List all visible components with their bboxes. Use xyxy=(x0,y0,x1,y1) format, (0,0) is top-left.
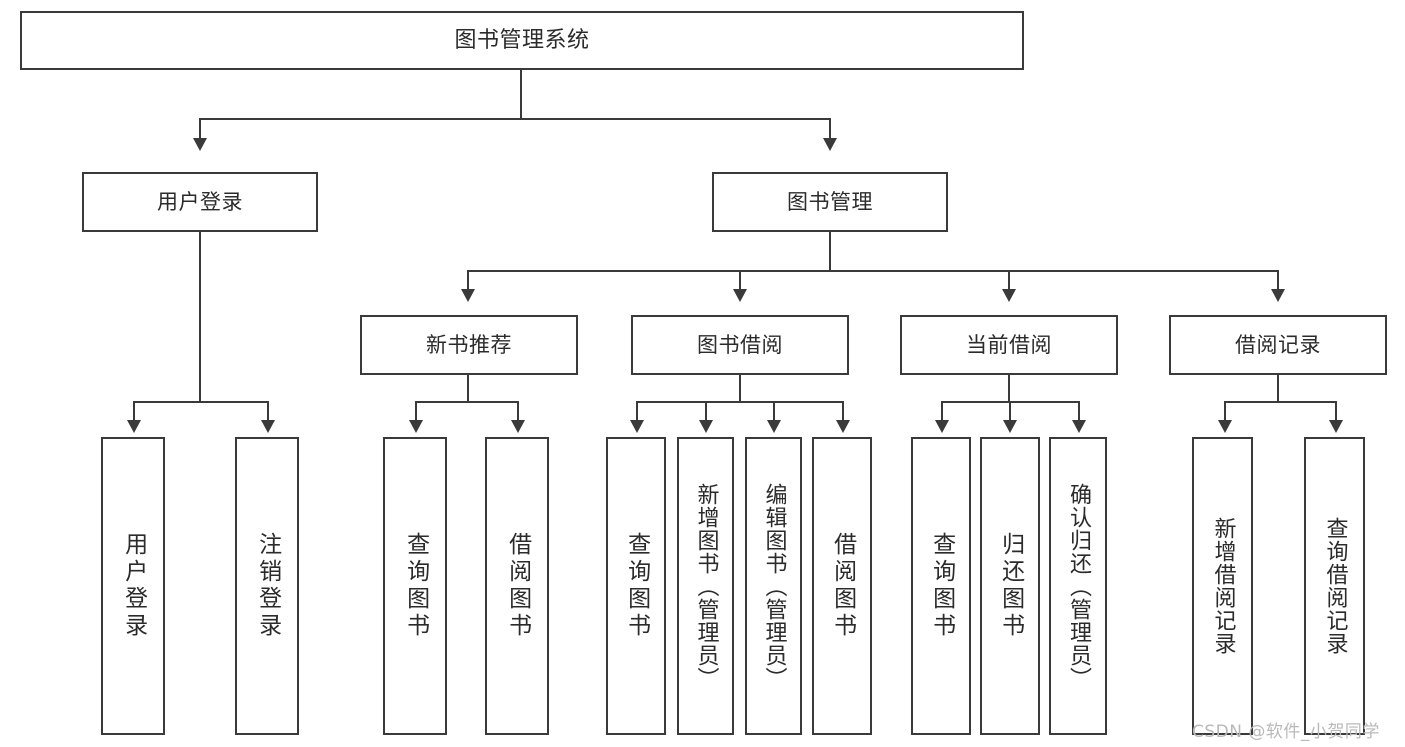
node-label: 查询图书 xyxy=(623,532,650,640)
connector-bb-drop-1 xyxy=(636,401,639,423)
arrow-to-leaf-query-book-3 xyxy=(935,420,949,433)
connector-cb-stem xyxy=(1008,375,1011,401)
arrow-to-leaf-borrow-book-2 xyxy=(836,420,850,433)
connector-root-stem xyxy=(520,70,523,118)
node-label: 新增图书（管理员） xyxy=(693,482,719,690)
leaf-add-book[interactable]: 新增图书（管理员） xyxy=(677,437,734,735)
connector-bb-stem xyxy=(739,375,742,401)
leaf-borrow-book-1[interactable]: 借阅图书 xyxy=(485,437,549,735)
connector-book-management-bus xyxy=(467,270,1279,273)
arrow-to-leaf-logout-login xyxy=(261,420,275,433)
node-label: 归还图书 xyxy=(997,532,1024,640)
connector-root-drop-right xyxy=(829,118,832,140)
arrow-to-borrow-record xyxy=(1271,289,1285,302)
node-current-borrow[interactable]: 当前借阅 xyxy=(900,315,1118,375)
node-borrow-record[interactable]: 借阅记录 xyxy=(1169,315,1387,375)
connector-br-drop-1 xyxy=(1224,401,1227,423)
connector-cb-drop-1 xyxy=(941,401,944,423)
connector-br-drop-2 xyxy=(1335,401,1338,423)
node-label: 查询图书 xyxy=(928,532,955,640)
arrow-to-new-book-recommend xyxy=(461,289,475,302)
leaf-query-book-3[interactable]: 查询图书 xyxy=(911,437,971,735)
node-label: 图书借阅 xyxy=(697,332,783,357)
connector-nbr-drop-2 xyxy=(517,401,520,423)
node-label: 借阅图书 xyxy=(504,532,531,640)
node-label: 编辑图书（管理员） xyxy=(761,482,787,690)
node-label: 新书推荐 xyxy=(426,332,512,357)
node-label: 查询借阅记录 xyxy=(1322,517,1348,655)
connector-user-login-drop-1 xyxy=(133,401,136,423)
connector-bb-drop-4 xyxy=(842,401,845,423)
connector-user-login-stem xyxy=(199,232,202,401)
connector-root-bus xyxy=(199,118,831,121)
node-label: 借阅图书 xyxy=(829,532,856,640)
node-label: 用户登录 xyxy=(157,189,243,214)
connector-bb-drop-3 xyxy=(773,401,776,423)
leaf-return-book[interactable]: 归还图书 xyxy=(980,437,1040,735)
leaf-logout-login[interactable]: 注销登录 xyxy=(235,437,299,735)
arrow-to-book-management xyxy=(823,138,837,151)
arrow-to-user-login xyxy=(193,138,207,151)
arrow-to-leaf-return-book xyxy=(1003,420,1017,433)
node-label: 用户登录 xyxy=(120,532,147,640)
connector-root-drop-left xyxy=(199,118,202,140)
leaf-edit-book[interactable]: 编辑图书（管理员） xyxy=(745,437,802,735)
node-label: 当前借阅 xyxy=(966,332,1052,357)
connector-nbr-stem xyxy=(467,375,470,401)
connector-bb-bus xyxy=(636,401,844,404)
arrow-to-book-borrow xyxy=(733,289,747,302)
node-label: 图书管理 xyxy=(787,189,873,214)
leaf-query-book-1[interactable]: 查询图书 xyxy=(383,437,447,735)
arrow-to-leaf-confirm-return xyxy=(1072,420,1086,433)
connector-bb-drop-2 xyxy=(705,401,708,423)
leaf-borrow-book-2[interactable]: 借阅图书 xyxy=(812,437,872,735)
node-label: 借阅记录 xyxy=(1235,332,1321,357)
arrow-to-leaf-user-login xyxy=(127,420,141,433)
node-root-system[interactable]: 图书管理系统 xyxy=(20,11,1024,70)
arrow-to-leaf-add-record xyxy=(1218,420,1232,433)
leaf-add-record[interactable]: 新增借阅记录 xyxy=(1192,437,1253,735)
connector-user-login-bus xyxy=(133,401,269,404)
node-book-borrow[interactable]: 图书借阅 xyxy=(631,315,849,375)
leaf-query-book-2[interactable]: 查询图书 xyxy=(606,437,666,735)
node-label: 确认归还（管理员） xyxy=(1065,482,1091,690)
arrow-to-leaf-add-book xyxy=(699,420,713,433)
connector-br-stem xyxy=(1277,375,1280,401)
node-label: 新增借阅记录 xyxy=(1210,517,1236,655)
leaf-user-login[interactable]: 用户登录 xyxy=(101,437,165,735)
connector-bm-drop-3 xyxy=(1008,270,1011,292)
arrow-to-leaf-borrow-book-1 xyxy=(511,420,525,433)
leaf-query-record[interactable]: 查询借阅记录 xyxy=(1304,437,1365,735)
arrow-to-current-borrow xyxy=(1002,289,1016,302)
connector-book-management-stem xyxy=(829,232,832,270)
arrow-to-leaf-query-record xyxy=(1329,420,1343,433)
connector-bm-drop-1 xyxy=(467,270,470,292)
node-user-login[interactable]: 用户登录 xyxy=(82,172,318,232)
leaf-confirm-return[interactable]: 确认归还（管理员） xyxy=(1049,437,1107,735)
node-book-management[interactable]: 图书管理 xyxy=(712,172,948,232)
connector-bm-drop-2 xyxy=(739,270,742,292)
node-label: 图书管理系统 xyxy=(454,27,590,53)
connector-nbr-drop-1 xyxy=(415,401,418,423)
node-label: 注销登录 xyxy=(254,532,281,640)
node-label: 查询图书 xyxy=(402,532,429,640)
arrow-to-leaf-query-book-2 xyxy=(630,420,644,433)
connector-br-bus xyxy=(1224,401,1337,404)
connector-cb-drop-2 xyxy=(1009,401,1012,423)
arrow-to-leaf-query-book-1 xyxy=(409,420,423,433)
connector-user-login-drop-2 xyxy=(267,401,270,423)
arrow-to-leaf-edit-book xyxy=(767,420,781,433)
connector-cb-drop-3 xyxy=(1078,401,1081,423)
connector-nbr-bus xyxy=(415,401,519,404)
connector-bm-drop-4 xyxy=(1277,270,1280,292)
node-new-book-recommend[interactable]: 新书推荐 xyxy=(360,315,578,375)
